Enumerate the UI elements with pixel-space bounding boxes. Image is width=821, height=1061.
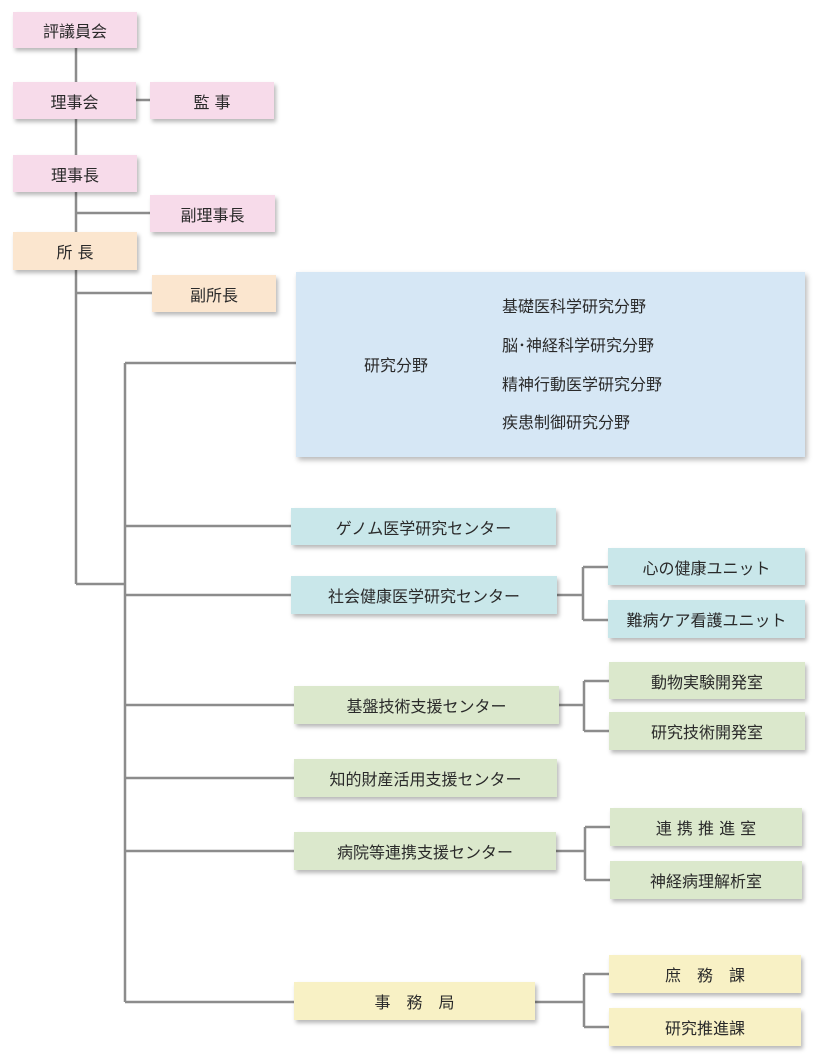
- animal-experiment-lab-box: 動物実験開発室: [609, 662, 805, 699]
- hospital-center-label: 病院等連携支援センター: [336, 843, 513, 862]
- councillors-box: 評議員会: [13, 12, 137, 48]
- social-health-units-bracket: [557, 565, 608, 622]
- research-promotion-division-box: 研究推進課: [609, 1008, 801, 1046]
- director-label: 所 長: [56, 243, 94, 262]
- research-division-neuroscience: 脳･神経科学研究分野: [502, 336, 655, 355]
- infrastructure-center-box: 基盤技術支援センター: [294, 686, 559, 724]
- ip-center-label: 知的財産活用支援センター: [329, 770, 522, 789]
- mental-health-unit-label: 心の健康ユニット: [642, 558, 771, 578]
- board-of-directors-box: 理事会: [13, 82, 136, 119]
- infrastructure-units-bracket: [559, 679, 609, 733]
- vice-chairman-label: 副理事長: [180, 205, 245, 225]
- deputy-director-box: 副所長: [152, 275, 276, 312]
- intractable-care-unit-label: 難病ケア看護ユニット: [626, 611, 787, 630]
- intractable-care-unit-box: 難病ケア看護ユニット: [608, 600, 805, 638]
- research-promotion-division-label: 研究推進課: [664, 1019, 745, 1038]
- auditor-label: 監 事: [193, 92, 231, 112]
- hospital-units-bracket: [556, 825, 610, 882]
- chairman-label: 理事長: [50, 165, 99, 185]
- genome-center-box: ゲノム医学研究センター: [291, 508, 556, 545]
- research-area-title: 研究分野: [363, 356, 428, 375]
- infrastructure-center-label: 基盤技術支援センター: [346, 697, 507, 716]
- research-technology-lab-box: 研究技術開発室: [609, 712, 805, 750]
- secretariat-label: 事 務 局: [374, 993, 455, 1012]
- hospital-center-box: 病院等連携支援センター: [294, 832, 556, 870]
- deputy-director-label: 副所長: [189, 285, 238, 305]
- general-affairs-division-box: 庶 務 課: [609, 955, 801, 993]
- genome-center-label: ゲノム医学研究センター: [335, 518, 512, 538]
- director-box: 所 長: [13, 232, 137, 270]
- ip-center-box: 知的財産活用支援センター: [294, 759, 557, 797]
- mental-health-unit-box: 心の健康ユニット: [608, 548, 805, 585]
- liaison-office-label: 連 携 推 進 室: [655, 819, 757, 838]
- board-of-directors-label: 理事会: [50, 92, 99, 112]
- liaison-office-box: 連 携 推 進 室: [610, 808, 802, 846]
- neuropathology-lab-box: 神経病理解析室: [610, 861, 802, 899]
- research-division-disease-control: 疾患制御研究分野: [502, 413, 631, 432]
- auditor-box: 監 事: [150, 82, 274, 119]
- secretariat-units-bracket: [535, 972, 609, 1029]
- secretariat-box: 事 務 局: [294, 982, 535, 1020]
- research-technology-lab-label: 研究技術開発室: [650, 723, 763, 742]
- vice-chairman-box: 副理事長: [150, 195, 275, 232]
- research-area-panel: 研究分野 基礎医科学研究分野 脳･神経科学研究分野 精神行動医学研究分野 疾患制…: [296, 272, 805, 457]
- neuropathology-lab-label: 神経病理解析室: [649, 872, 762, 891]
- animal-experiment-lab-label: 動物実験開発室: [650, 672, 763, 692]
- general-affairs-division-label: 庶 務 課: [664, 966, 745, 985]
- social-health-center-label: 社会健康医学研究センター: [327, 587, 520, 606]
- councillors-label: 評議員会: [42, 22, 107, 41]
- social-health-center-box: 社会健康医学研究センター: [291, 576, 557, 614]
- research-division-psychiatry: 精神行動医学研究分野: [502, 375, 663, 394]
- chairman-box: 理事長: [13, 155, 137, 192]
- research-division-basic-medical: 基礎医科学研究分野: [502, 297, 647, 316]
